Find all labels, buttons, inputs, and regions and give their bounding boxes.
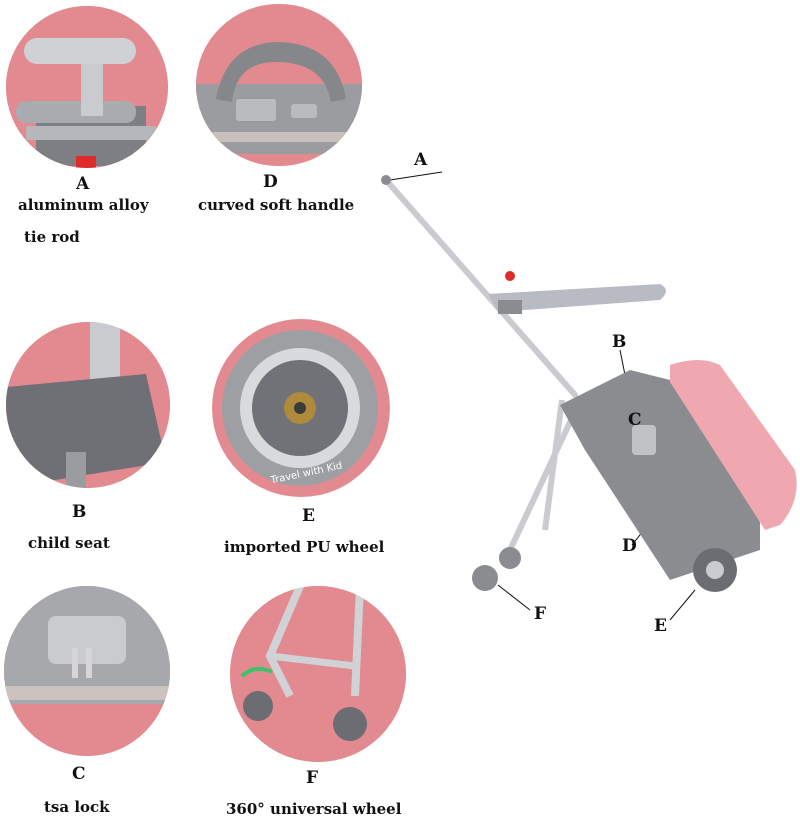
child-seat-photo [6, 322, 170, 488]
caption-tsa-lock: tsa lock [44, 798, 110, 816]
caption-universal-wheel: 360° universal wheel [226, 800, 402, 818]
callout-f: F [534, 604, 547, 624]
label-d: D [263, 172, 278, 192]
pu-wheel-photo: Travel with Kid [212, 318, 390, 498]
label-c: C [72, 764, 86, 784]
label-b: B [72, 502, 87, 522]
caption-tie-rod-line2: tie rod [24, 228, 80, 246]
callout-b: B [612, 332, 627, 352]
callout-c: C [628, 410, 642, 430]
caption-tie-rod: aluminum alloy [18, 196, 149, 214]
callout-d: D [622, 536, 637, 556]
tie-rod-photo [6, 6, 168, 168]
kids-ride-on-suitcase-photo [370, 150, 800, 650]
caption-child-seat: child seat [28, 534, 110, 552]
label-a: A [76, 174, 90, 194]
label-e: E [302, 506, 315, 526]
curved-handle-photo [196, 4, 362, 166]
caption-curved-handle: curved soft handle [198, 196, 355, 214]
callout-a: A [414, 150, 428, 170]
label-f: F [306, 768, 319, 788]
caption-pu-wheel: imported PU wheel [224, 538, 385, 556]
tsa-lock-photo [4, 586, 170, 756]
callout-e: E [654, 616, 667, 636]
universal-wheel-photo [230, 586, 406, 762]
